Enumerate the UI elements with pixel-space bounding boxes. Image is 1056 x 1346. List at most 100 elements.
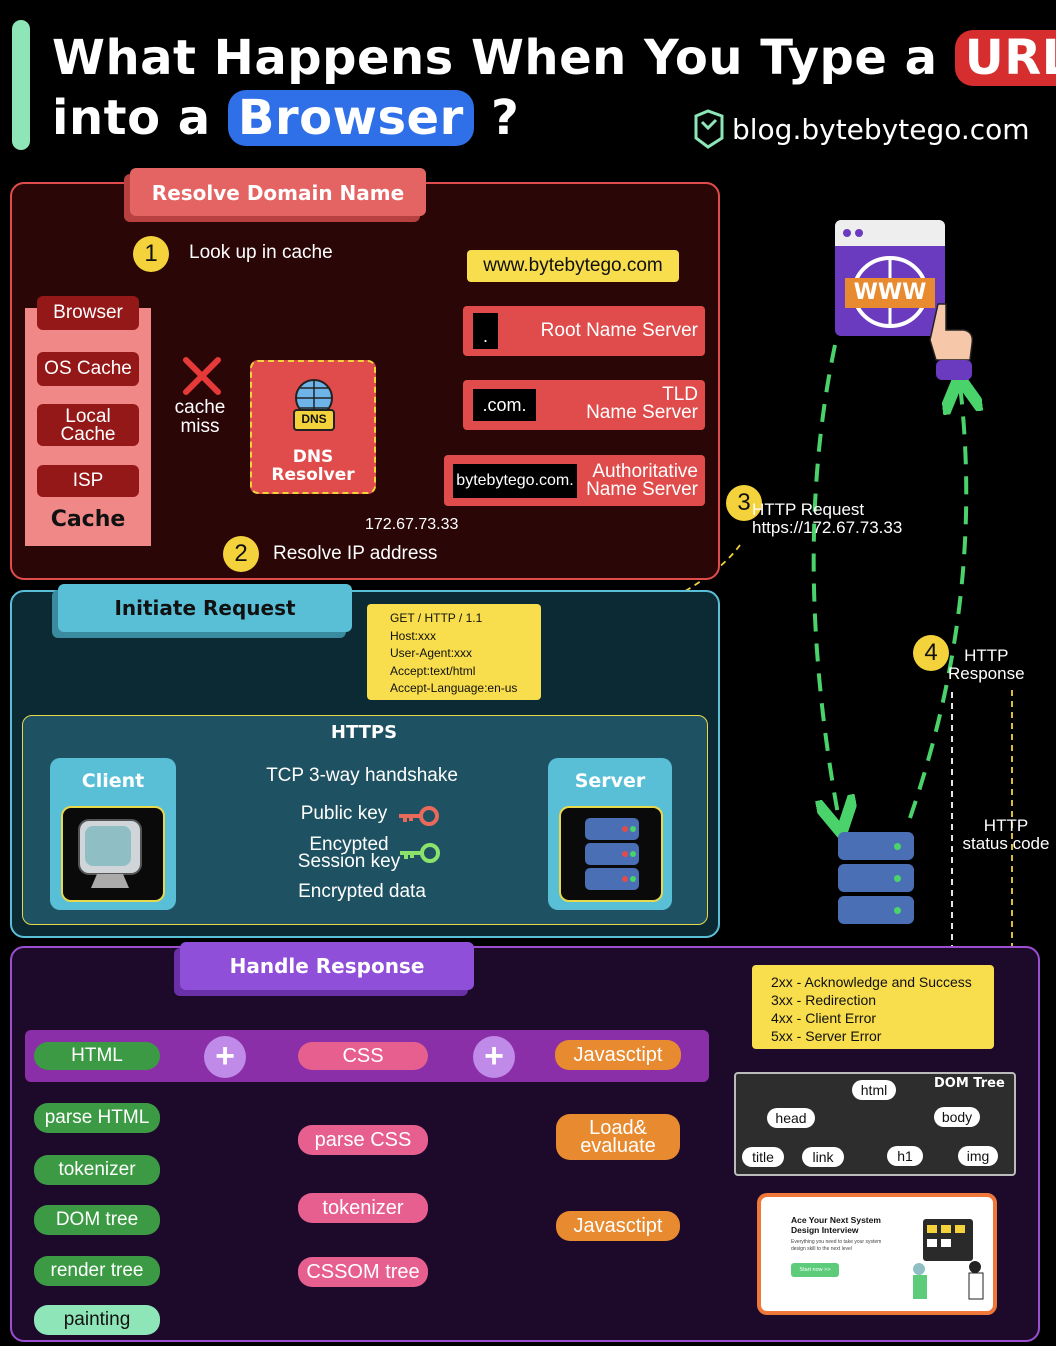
- resolved-ip: 172.67.73.33: [365, 516, 459, 533]
- status-4xx: 4xx - Client Error: [771, 1010, 877, 1026]
- status-5xx: 5xx - Server Error: [771, 1028, 882, 1044]
- public-key-label: Public key: [300, 803, 388, 824]
- http-line-5: Accept-Language:en-us: [390, 681, 518, 696]
- step-3-badge: 3: [726, 485, 762, 521]
- http-line-1: GET / HTTP / 1.1: [390, 611, 483, 625]
- step-2-badge: 2: [223, 536, 259, 572]
- client-label: Client: [81, 770, 145, 792]
- dom-node-img: img: [958, 1146, 998, 1166]
- js-execute-step: Javasctipt: [556, 1211, 680, 1241]
- cache-label: Cache: [50, 507, 126, 532]
- cache-item-isp: ISP: [37, 465, 139, 497]
- site-link[interactable]: blog.bytebytego.com: [692, 108, 1030, 150]
- step-1-badge: 1: [133, 236, 169, 272]
- dom-node-h1: h1: [887, 1146, 923, 1166]
- green-key-icon: [400, 843, 440, 863]
- cache-item-browser: Browser: [37, 296, 139, 330]
- web-server-icon: [838, 832, 914, 924]
- server-unit-3: [838, 896, 914, 924]
- handshake-label: TCP 3-way handshake: [266, 765, 458, 786]
- resolve-tab: Resolve Domain Name: [130, 168, 426, 216]
- site-url: blog.bytebytego.com: [732, 112, 1030, 146]
- http-line-3: User-Agent:xxx: [390, 646, 473, 661]
- root-dot: .: [473, 313, 498, 349]
- accent-bar: [12, 20, 30, 150]
- dns-globe-icon: [293, 379, 335, 431]
- tokenizer-css-step: tokenizer: [298, 1193, 428, 1223]
- cache-item-os: OS Cache: [37, 352, 139, 386]
- pointing-hand-icon: [929, 303, 974, 380]
- database-server-icon: [585, 818, 639, 890]
- preview-start-button[interactable]: Start now >>: [791, 1263, 839, 1277]
- js-pill: Javasctipt: [555, 1040, 681, 1070]
- plus-icon-2: +: [473, 1036, 515, 1078]
- dom-node-html: html: [852, 1080, 896, 1100]
- http-line-4: Accept:text/html: [390, 663, 476, 678]
- dns-resolver: DNS DNS Resolver: [250, 360, 376, 494]
- step-4-badge: 4: [913, 635, 949, 671]
- response-tab: Handle Response: [180, 942, 474, 990]
- status-3xx: 3xx - Redirection: [771, 992, 877, 1008]
- parse-css-step: parse CSS: [298, 1125, 428, 1155]
- dns-resolver-label: DNS Resolver: [271, 447, 355, 485]
- root-server: [463, 306, 705, 356]
- painting-step: painting: [34, 1305, 160, 1335]
- dom-node-link: link: [802, 1147, 844, 1167]
- plus-icon-1: +: [204, 1036, 246, 1078]
- server-led-1: [894, 843, 901, 850]
- dom-tree-title: DOM Tree: [934, 1076, 1005, 1091]
- step-2-label: Resolve IP address: [273, 543, 438, 564]
- title-text-1: What Happens When You Type a: [52, 30, 938, 86]
- tld-label: TLD Name Server: [586, 384, 698, 423]
- css-pill: CSS: [298, 1042, 428, 1070]
- auth-tag: bytebytego.com.: [453, 464, 577, 498]
- cache-item-local: Local Cache: [37, 404, 139, 446]
- browser-dot-1: [843, 229, 851, 237]
- title-text-2: into a: [52, 90, 211, 146]
- http-request-box: GET / HTTP / 1.1 Host:xxx User-Agent:xxx…: [367, 604, 541, 700]
- dom-node-head: head: [767, 1108, 815, 1128]
- render-tree-step: render tree: [34, 1256, 160, 1286]
- tld-tag: .com.: [473, 389, 536, 421]
- step-1-label: Look up in cache: [189, 242, 333, 263]
- cache-miss-x-icon: [183, 357, 221, 395]
- red-key-icon: [399, 806, 439, 826]
- http-line-2: Host:xxx: [390, 628, 437, 643]
- encrypted-data-label: Encrypted data: [298, 881, 426, 902]
- session-key-label: Encypted Session key: [297, 834, 401, 872]
- status-code-label: HTTP status code: [962, 816, 1050, 853]
- request-tab: Initiate Request: [58, 584, 352, 632]
- browser-dot-2: [855, 229, 863, 237]
- dns-icon-text: DNS: [301, 412, 327, 426]
- title-browser-highlight: Browser: [227, 90, 474, 146]
- step-3-label: HTTP Request https://172.67.73.33: [752, 500, 903, 537]
- status-2xx: 2xx - Acknowledge and Success: [771, 974, 972, 990]
- browser-window-icon: WWW: [835, 220, 945, 336]
- tokenizer-html-step: tokenizer: [34, 1155, 160, 1185]
- computer-monitor-icon: [78, 819, 142, 888]
- server-unit-1: [838, 832, 914, 860]
- page-title-line1: What Happens When You Type a URL: [52, 30, 1056, 86]
- preview-illustration-icon: [913, 1219, 984, 1300]
- parse-html-step: parse HTML: [34, 1103, 160, 1133]
- html-pill: HTML: [34, 1042, 160, 1070]
- root-label: Root Name Server: [540, 320, 698, 341]
- bytebytego-logo-icon: [694, 109, 724, 149]
- preview-subtitle: Everything you need to take your system …: [791, 1239, 882, 1252]
- browser-title-bar: [835, 220, 945, 246]
- dom-node-body: body: [934, 1107, 980, 1127]
- step-4-label: HTTP Response: [948, 646, 1025, 683]
- rendered-page-preview[interactable]: Ace Your Next System Design Interview Ev…: [757, 1193, 997, 1315]
- cssom-tree-step: CSSOM tree: [298, 1257, 428, 1287]
- auth-label: Authoritative Name Server: [586, 461, 698, 500]
- server-unit-2: [838, 864, 914, 892]
- title-question: ?: [490, 90, 520, 146]
- url-box: www.bytebytego.com: [467, 250, 679, 282]
- title-url-highlight: URL: [954, 30, 1056, 86]
- server-screen: [559, 806, 663, 902]
- dom-node-title: title: [742, 1147, 784, 1167]
- server-led-3: [894, 907, 901, 914]
- https-title: HTTPS: [330, 722, 398, 743]
- cache-miss-label: cache miss: [174, 397, 226, 437]
- server-label: Server: [574, 770, 646, 792]
